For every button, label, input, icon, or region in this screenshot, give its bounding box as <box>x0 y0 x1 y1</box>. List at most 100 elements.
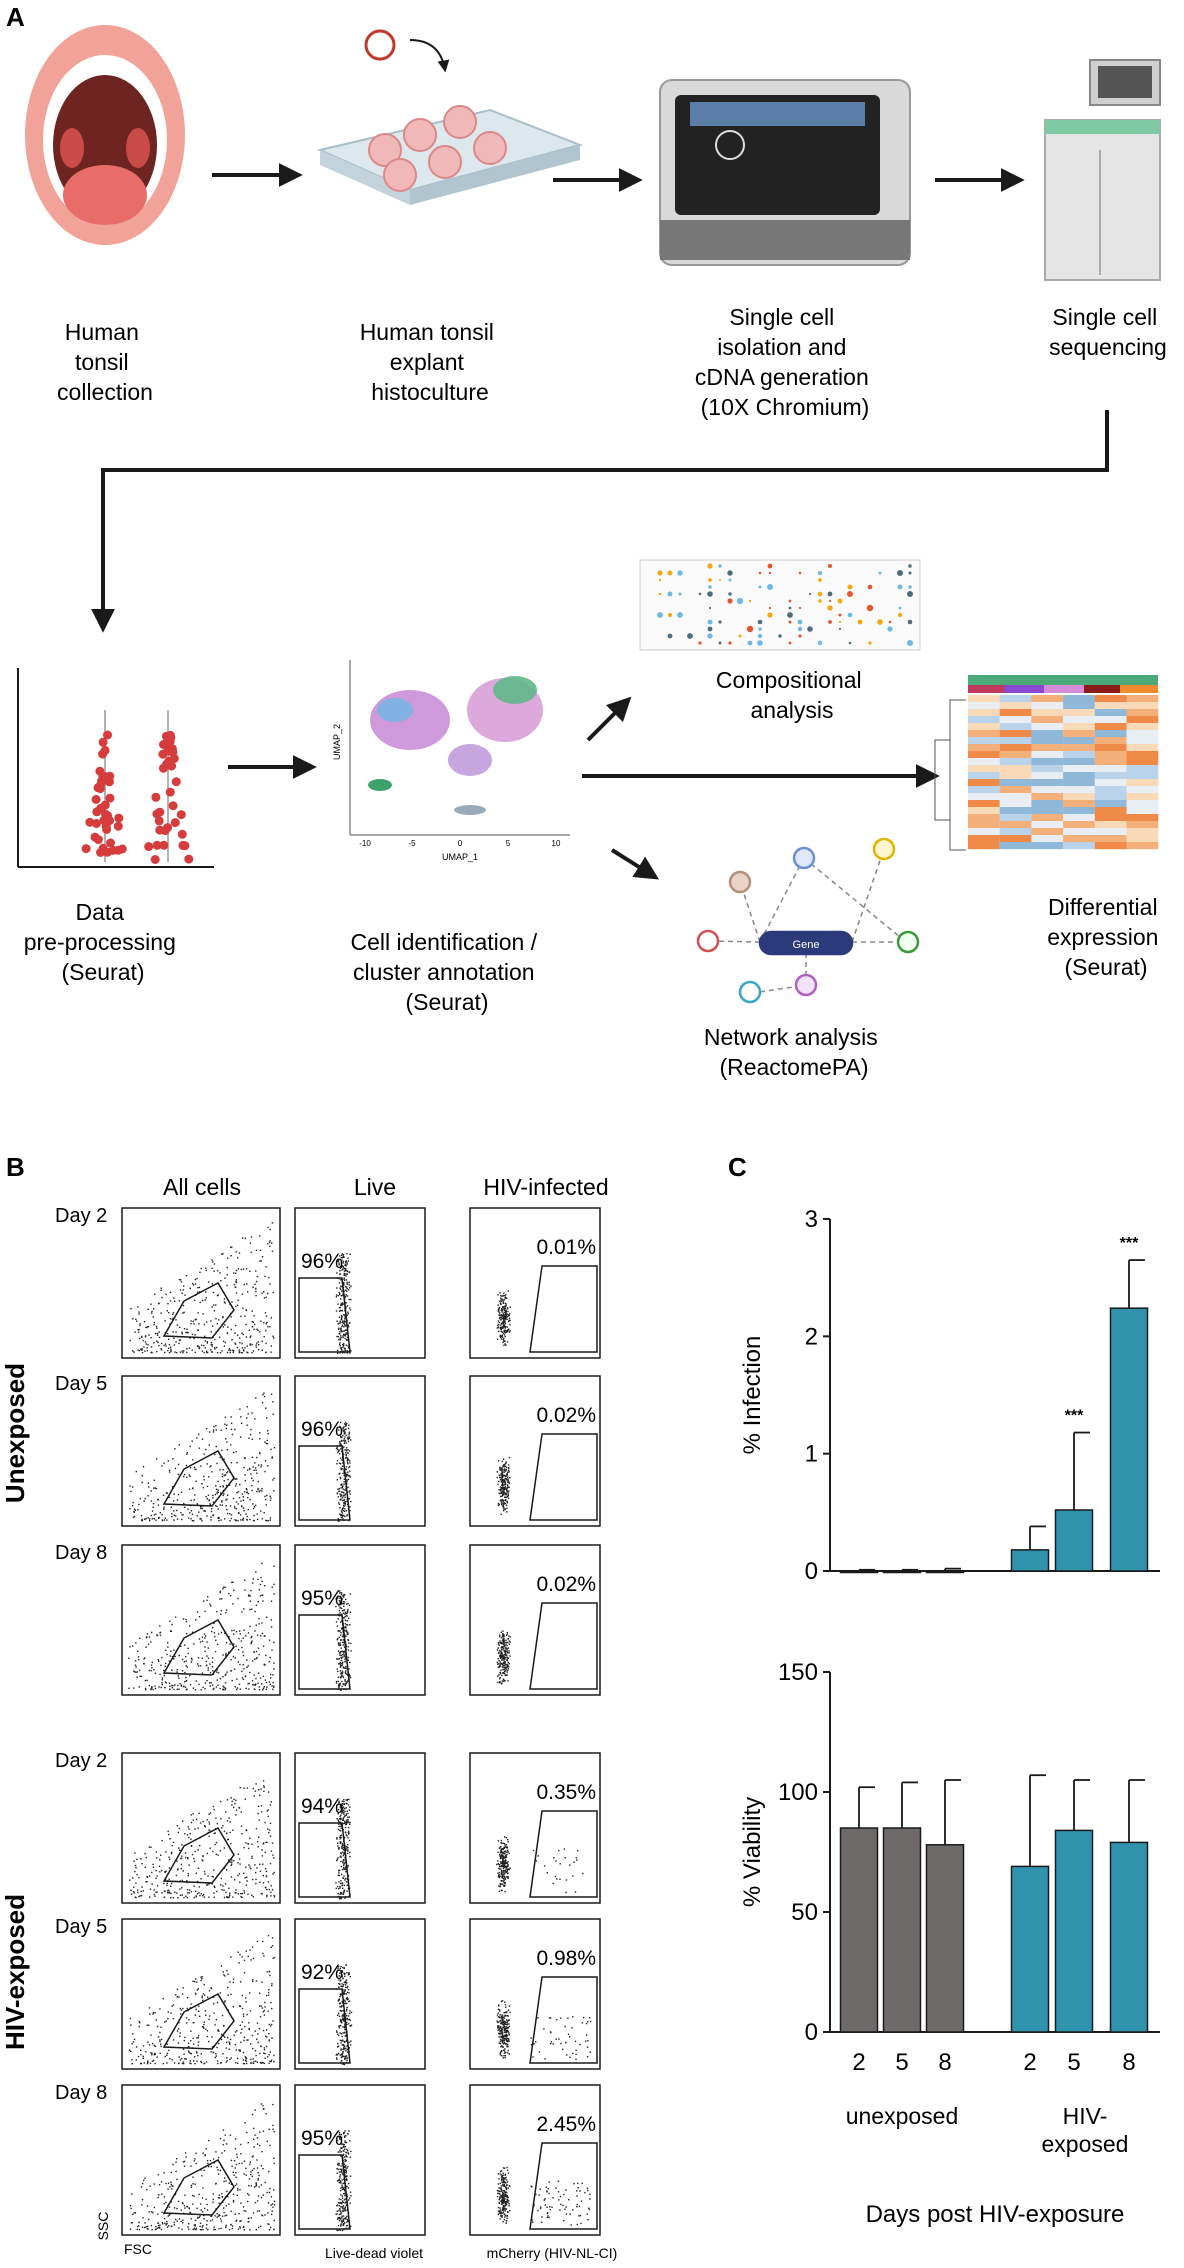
matrix-dot <box>707 619 713 625</box>
panel-b-label: B <box>6 1152 25 1182</box>
facs-events <box>496 1836 584 1894</box>
day-label: Day 8 <box>55 2082 107 2104</box>
matrix-dot <box>798 634 802 638</box>
infected-percent: 0.35% <box>536 1781 596 1804</box>
violin-dot <box>91 794 101 804</box>
violin-dot <box>152 840 162 850</box>
matrix-dot <box>657 612 663 618</box>
matrix-dot <box>727 598 733 604</box>
heatmap-cell <box>1126 723 1159 731</box>
facs-plot-frame <box>121 1544 281 1696</box>
matrix-dot <box>768 606 772 610</box>
day-label: Day 5 <box>55 1373 107 1395</box>
heatmap-cell <box>1094 835 1127 843</box>
matrix-dot <box>658 592 662 596</box>
facs-plot-frame <box>121 1752 281 1904</box>
column-header-all-cells: All cells <box>163 1174 241 1200</box>
matrix-dot <box>797 626 803 632</box>
live-gate <box>298 2154 351 2230</box>
heatmap-cell <box>999 800 1032 808</box>
heatmap-cell <box>999 716 1032 724</box>
matrix-dot <box>719 579 721 581</box>
facs-plot-frame <box>294 1207 426 1359</box>
cell-gate <box>162 1282 235 1339</box>
heatmap-cell <box>1126 751 1159 759</box>
matrix-dot <box>848 641 852 645</box>
y-tick-label: 150 <box>778 1659 818 1686</box>
chromium-instrument-icon <box>659 79 911 266</box>
matrix-dot <box>817 591 823 597</box>
heatmap-cell <box>999 751 1032 759</box>
heatmap-cell <box>1094 758 1127 766</box>
matrix-dot <box>888 620 892 624</box>
group-label: unexposed <box>846 2103 959 2129</box>
y-tick-label: 100 <box>778 1779 818 1806</box>
step-caption-7: Compositional analysis <box>716 667 868 723</box>
heatmap-cell <box>1031 772 1064 780</box>
day-label: Day 5 <box>55 1916 107 1938</box>
matrix-dot <box>908 571 912 575</box>
flow-connector-arrow <box>91 410 1109 633</box>
heatmap-cell <box>1063 730 1095 738</box>
heatmap-cell <box>1094 716 1127 724</box>
heatmap-cell <box>1126 786 1159 794</box>
heatmap-cell <box>1031 702 1064 710</box>
heatmap-cell <box>1063 779 1095 787</box>
live-gate <box>298 1277 351 1353</box>
matrix-dot <box>728 578 732 582</box>
heatmap-cell <box>1126 765 1159 773</box>
matrix-dot <box>878 571 882 575</box>
heatmap-cell <box>1031 807 1064 815</box>
matrix-dot <box>817 640 823 646</box>
heatmap-cell <box>1094 730 1127 738</box>
matrix-dot <box>907 619 913 625</box>
heatmap-cell <box>968 772 1000 780</box>
heatmap-cell <box>999 779 1032 787</box>
violin-dot <box>103 730 112 740</box>
matrix-dot <box>908 564 912 568</box>
heatmap-cell <box>1063 758 1095 766</box>
matrix-dot <box>718 620 722 624</box>
matrix-dot <box>698 641 702 645</box>
heatmap-cell <box>1063 716 1095 724</box>
violin-dot <box>170 818 180 828</box>
violin-dot <box>154 816 164 826</box>
heatmap-cell <box>968 821 1000 829</box>
umap-plot-icon: UMAP_2 UMAP_1 -10 -5 0 5 10 <box>332 660 570 862</box>
heatmap-cell <box>1031 828 1064 836</box>
facs-events <box>496 1456 511 1515</box>
matrix-dot <box>687 633 693 639</box>
cell-gate <box>162 2159 235 2216</box>
live-percent: 95% <box>301 1587 343 1610</box>
facs-plot-frame <box>469 1207 601 1359</box>
preprocessing-dotplot-icon <box>17 668 214 868</box>
matrix-dot <box>847 612 853 618</box>
matrix-dot <box>758 585 762 589</box>
violin-dot <box>168 801 178 811</box>
heatmap-cell <box>1031 737 1064 745</box>
infected-gate <box>529 1976 598 2064</box>
matrix-dot <box>808 592 812 596</box>
infected-gate <box>529 1810 598 1898</box>
violin-dot <box>150 855 160 864</box>
umap-tick: -5 <box>408 839 416 848</box>
panel-a-label: A <box>6 2 25 32</box>
step-caption-3: Single cell isolation and cDNA generatio… <box>695 304 875 420</box>
heatmap-cell <box>999 835 1032 843</box>
heatmap-cell <box>1063 765 1095 773</box>
heatmap-cell <box>1094 702 1127 710</box>
group-label: HIV- <box>1063 2103 1108 2129</box>
matrix-dot <box>746 625 754 633</box>
violin-dot <box>98 749 108 759</box>
matrix-dot <box>828 599 832 603</box>
heatmap-cell <box>1094 821 1127 829</box>
violin-dot <box>144 842 154 852</box>
infected-percent: 0.98% <box>536 1947 596 1970</box>
ssc-axis-label: SSC <box>95 2212 111 2241</box>
matrix-dot <box>788 641 792 645</box>
heatmap-cell <box>1126 814 1159 822</box>
heatmap-cell <box>968 744 1000 752</box>
live-gate <box>298 1822 351 1898</box>
